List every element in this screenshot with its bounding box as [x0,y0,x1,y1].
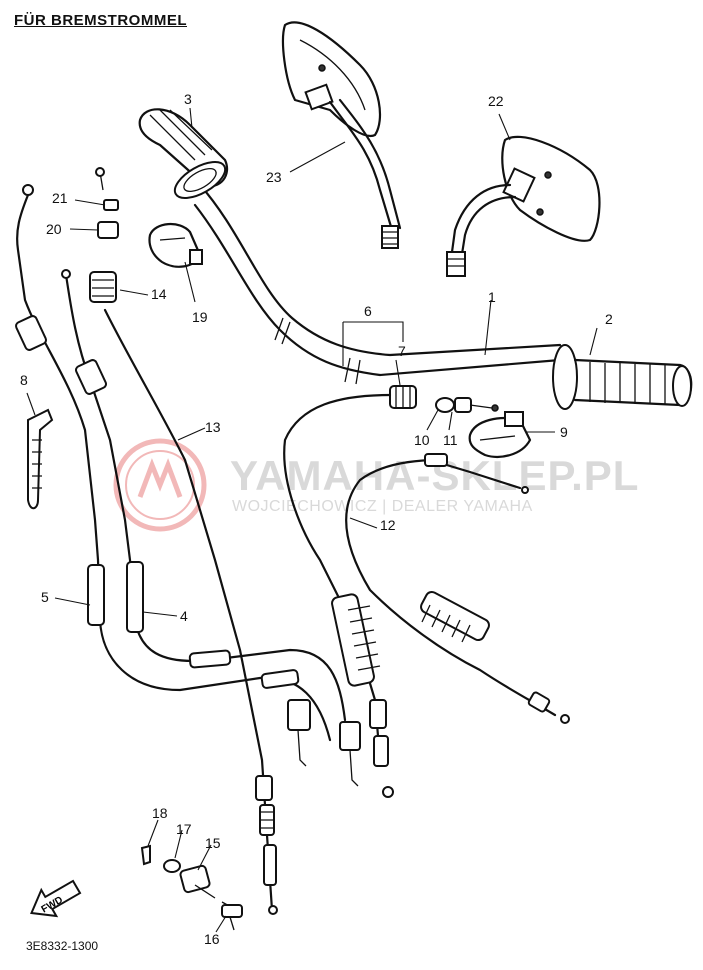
callout-10: 10 [414,432,430,448]
watermark-logo [113,438,207,532]
clutch-cable [283,393,394,798]
callout-9: 9 [560,424,568,440]
callout-18: 18 [152,805,168,821]
callout-16: 16 [204,931,220,947]
callout-7: 7 [398,343,406,359]
callout-21: 21 [52,190,68,206]
callout-13: 13 [205,419,221,435]
callout-3: 3 [184,91,192,107]
diagram-code: 3E8332-1300 [26,939,99,953]
small-parts [140,844,243,931]
left-grip [138,108,229,199]
callout-8: 8 [20,372,28,388]
throttle-cables [15,184,361,787]
callout-14: 14 [151,286,167,302]
callout-2: 2 [605,311,613,327]
callout-20: 20 [46,221,62,237]
callout-15: 15 [205,835,221,851]
cable-tie [27,408,54,510]
callout-labels: 3 2 1 6 7 10 11 9 12 13 14 19 21 20 8 5 … [20,91,613,947]
handlebar [193,183,562,385]
right-mirror [446,135,601,277]
right-grip [552,344,693,410]
callout-4: 4 [180,608,188,624]
choke-cable-top [89,167,119,303]
callout-23: 23 [266,169,282,185]
callout-12: 12 [380,517,396,533]
page-title: FÜR BREMSTROMMEL [14,12,187,29]
lever-holder [468,411,532,458]
watermark-tagline: WOJCIECHOWICZ | DEALER YAMAHA [232,498,533,515]
throttle-housing [148,223,203,268]
callout-19: 19 [192,309,208,325]
callout-6: 6 [364,303,372,319]
left-mirror [281,21,402,249]
callout-11: 11 [443,432,458,448]
callout-17: 17 [176,821,192,837]
leader-lines [26,107,598,933]
callout-22: 22 [488,93,504,109]
callout-1: 1 [488,289,496,305]
callout-5: 5 [41,589,49,605]
cable-13 [103,308,278,915]
clutch-adjuster-group [389,385,499,413]
cable-12 [345,453,570,724]
fwd-arrow-icon: FWD [30,879,82,918]
